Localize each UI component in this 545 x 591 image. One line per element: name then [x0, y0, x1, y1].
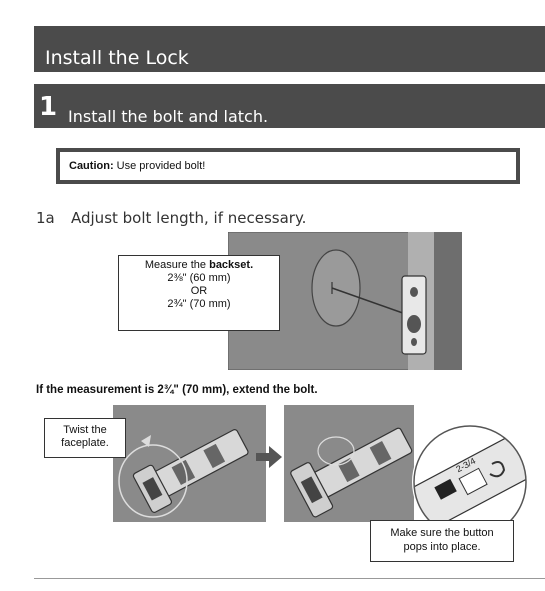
measure-or: OR	[190, 285, 208, 297]
button-pops-callout: Make sure the button pops into place.	[370, 520, 514, 562]
step-title: Install the bolt and latch.	[68, 107, 269, 126]
step-number: 1	[39, 92, 58, 122]
door-backset-illustration	[228, 232, 462, 370]
bottom-divider	[34, 578, 545, 579]
twist-line-1: Twist the	[63, 424, 107, 436]
substep-number: 1a	[36, 209, 55, 227]
arrow-right-icon	[256, 446, 282, 468]
measure-instruction: Measure the	[144, 259, 207, 271]
extended-bolt-illustration	[284, 405, 414, 522]
step-header-bar	[34, 84, 545, 128]
section-header-bar	[34, 26, 545, 72]
twist-faceplate-illustration	[113, 405, 266, 522]
header-divider	[34, 72, 545, 75]
measure-backset-word: backset.	[209, 259, 254, 271]
measure-option-2: 2¾" (70 mm)	[167, 298, 231, 310]
substep-text: Adjust bolt length, if necessary.	[71, 209, 307, 227]
button-line-2: pops into place.	[403, 541, 481, 553]
caution-box	[56, 148, 520, 184]
caution-text: Caution: Use provided bolt!	[69, 159, 205, 173]
section-title: Install the Lock	[45, 47, 189, 69]
backset-measure-callout: Measure the backset. 2⅜" (60 mm) OR 2¾" …	[118, 255, 280, 331]
measure-option-1: 2⅜" (60 mm)	[167, 272, 231, 284]
button-line-1: Make sure the button	[390, 527, 494, 539]
extend-bolt-instruction: If the measurement is 2¾" (70 mm), exten…	[36, 384, 318, 396]
caution-label: Caution:	[69, 160, 114, 172]
twist-line-2: faceplate.	[61, 437, 109, 449]
button-detail-zoom: 2-3/4	[412, 424, 528, 540]
twist-faceplate-callout: Twist the faceplate.	[44, 418, 126, 458]
caution-message: Use provided bolt!	[116, 160, 206, 172]
